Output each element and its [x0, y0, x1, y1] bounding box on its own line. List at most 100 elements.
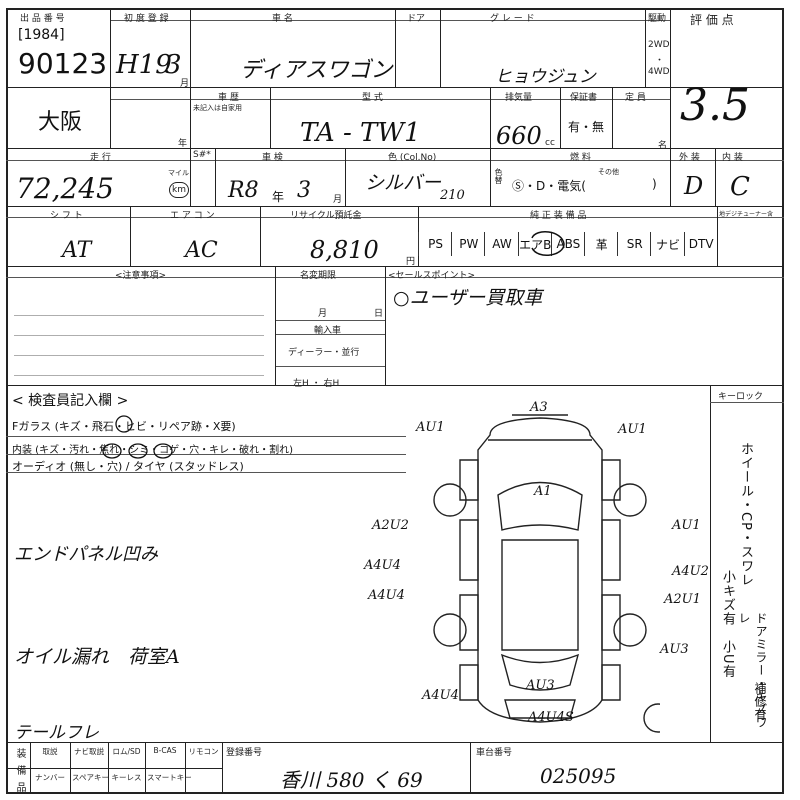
equipment-extra: 地デジチューナー含: [719, 211, 774, 218]
inspector-circle-marks: [102, 415, 173, 459]
displacement-unit: cc: [545, 138, 555, 148]
mileage-unit-top: マイル: [168, 169, 189, 177]
inspection-month-unit: 月: [333, 195, 343, 205]
registration-number: 香川 580 く 69: [280, 768, 423, 792]
car-name: ディアスワゴン: [240, 58, 393, 83]
equip-col-label: 装 備 品: [14, 748, 25, 795]
recycle-deposit: 8,810: [310, 236, 379, 264]
model-label: 型 式: [362, 93, 383, 103]
color: シルバー: [365, 172, 442, 194]
car-mark: A4U4: [368, 588, 405, 603]
equipment-checkbox-label: スマートキー: [147, 773, 192, 782]
equipment-item: 革: [584, 232, 618, 256]
handle-label: 左H ・ 右H: [293, 379, 340, 389]
transfer-day: 日: [374, 309, 384, 319]
audio-tire-line: オーディオ (無し・穴) / タイヤ (スタッドレス): [12, 460, 244, 473]
transfer-label: 名変期限: [300, 271, 337, 281]
grade-label: グ レ ー ド: [490, 14, 535, 24]
interior-line: 内装 (キズ・汚れ・焦れ・シミ・コゲ・穴・キレ・破れ・割れ): [12, 445, 293, 456]
registration-label: 登録番号: [226, 748, 263, 758]
equipment-label: 純 正 装 備 品: [530, 211, 587, 221]
chassis-label: 車台番号: [476, 748, 513, 758]
chassis-number: 025095: [540, 764, 617, 788]
car-mark: A4U4: [364, 558, 401, 573]
repair-note: 補修有: [753, 682, 767, 721]
sales-point: ○ユーザー買取車: [393, 287, 543, 309]
notes-label: <注意事項>: [115, 271, 167, 281]
fuel-close: ): [652, 177, 657, 191]
ac-label: エ ア コ ン: [170, 211, 215, 221]
capacity-label: 定 員: [625, 93, 646, 103]
warranty-label: 保証書: [570, 93, 598, 103]
score: 3.5: [680, 80, 750, 131]
car-mark: AU1: [416, 420, 445, 435]
dealer-label: ディーラー・並行: [288, 348, 360, 358]
interior-label: 内 装: [722, 153, 743, 163]
location: 大阪: [38, 110, 83, 135]
airbag-circle-mark: [531, 231, 565, 256]
grade: ヒョウジュン: [495, 67, 596, 87]
model: TA - TW1: [300, 118, 421, 148]
equipment-item: ナビ: [650, 232, 684, 256]
equipment-item: PS: [418, 232, 452, 256]
first-reg-year: H19: [116, 50, 172, 80]
equipment-checkbox-label: スペアキー: [72, 773, 109, 782]
equipment-checkbox-label: ナビ取説: [74, 747, 104, 756]
exhibit-number: 90123: [18, 47, 108, 80]
shift-label: シ フ ト: [50, 211, 83, 221]
sales-label: <セールスポイント>: [388, 271, 476, 281]
color-change-label: 色替: [494, 168, 503, 184]
car-mark: A4U2: [672, 564, 709, 579]
equipment-item: エアB: [517, 232, 552, 256]
note-oil-leak: オイル漏れ 荷室A: [14, 646, 180, 668]
exhibit-sub: [1984]: [18, 27, 65, 43]
warranty: 有・無: [568, 120, 605, 134]
mileage-label: 走 行: [90, 153, 111, 163]
equipment-item: DTV: [683, 232, 718, 256]
equipment-item: PW: [451, 232, 485, 256]
score-label: 評 価 点: [690, 13, 734, 27]
first-reg-month: 3: [165, 50, 182, 80]
notes-lines: [14, 296, 264, 376]
car-mark: A4U4S: [528, 710, 574, 725]
inspection-era: R8: [228, 178, 259, 203]
car-name-label: 車 名: [272, 14, 293, 24]
exterior-label: 外 装: [679, 153, 700, 163]
exhibit-label: 出 品 番 号: [20, 14, 65, 24]
door-mirror-note: ドアミラー・キズワレ: [737, 612, 768, 729]
fuel-options: Ⓢ・D・電気(: [512, 179, 586, 193]
equipment-item: AW: [484, 232, 518, 256]
inspector-title: < 検査員記入欄 >: [12, 393, 129, 409]
import-label: 輸入車: [314, 326, 342, 336]
recycle-label: リサイクル預託金: [290, 211, 362, 221]
car-mark: AU1: [672, 518, 701, 533]
car-mark: AU3: [660, 642, 689, 657]
drive-2wd: 2WD: [648, 40, 670, 50]
shift: AT: [62, 238, 92, 263]
month-unit: 月: [180, 79, 190, 89]
equipment-checkbox-label: ロム/SD: [112, 747, 141, 756]
color-number: 210: [440, 188, 465, 203]
mirror-small-scratch: 小キズ有: [720, 570, 735, 626]
inspection-label: 車 検: [262, 153, 283, 163]
history-label: 車 歴: [218, 93, 239, 103]
capacity-unit: 名: [658, 141, 668, 151]
wheel-note: ホイール・CP・スワレ: [738, 442, 753, 587]
equipment-checkbox-label: キーレス: [111, 773, 142, 782]
keylock-label: キーロック: [718, 392, 764, 402]
car-mark: A1: [534, 484, 552, 499]
car-mark: AU3: [526, 678, 555, 693]
note-end-panel: エンドパネル凹み: [14, 544, 158, 565]
car-mark: A2U2: [372, 518, 409, 533]
mirror-small-u: 小U有: [720, 640, 735, 679]
recycle-unit: 円: [406, 257, 416, 267]
serial-label: S#*: [193, 150, 211, 160]
displacement-label: 排気量: [505, 93, 533, 103]
car-mark: A2U1: [664, 592, 701, 607]
drive-4wd: 4WD: [648, 67, 670, 77]
fuel-label: 燃 料: [570, 153, 591, 163]
door-label: ドア: [407, 14, 426, 24]
ac: AC: [185, 238, 218, 263]
history-note: 未記入は自家用: [193, 104, 242, 112]
glass-line: Fガラス (キズ・飛石・ヒビ・リペア跡・X要): [12, 420, 236, 433]
